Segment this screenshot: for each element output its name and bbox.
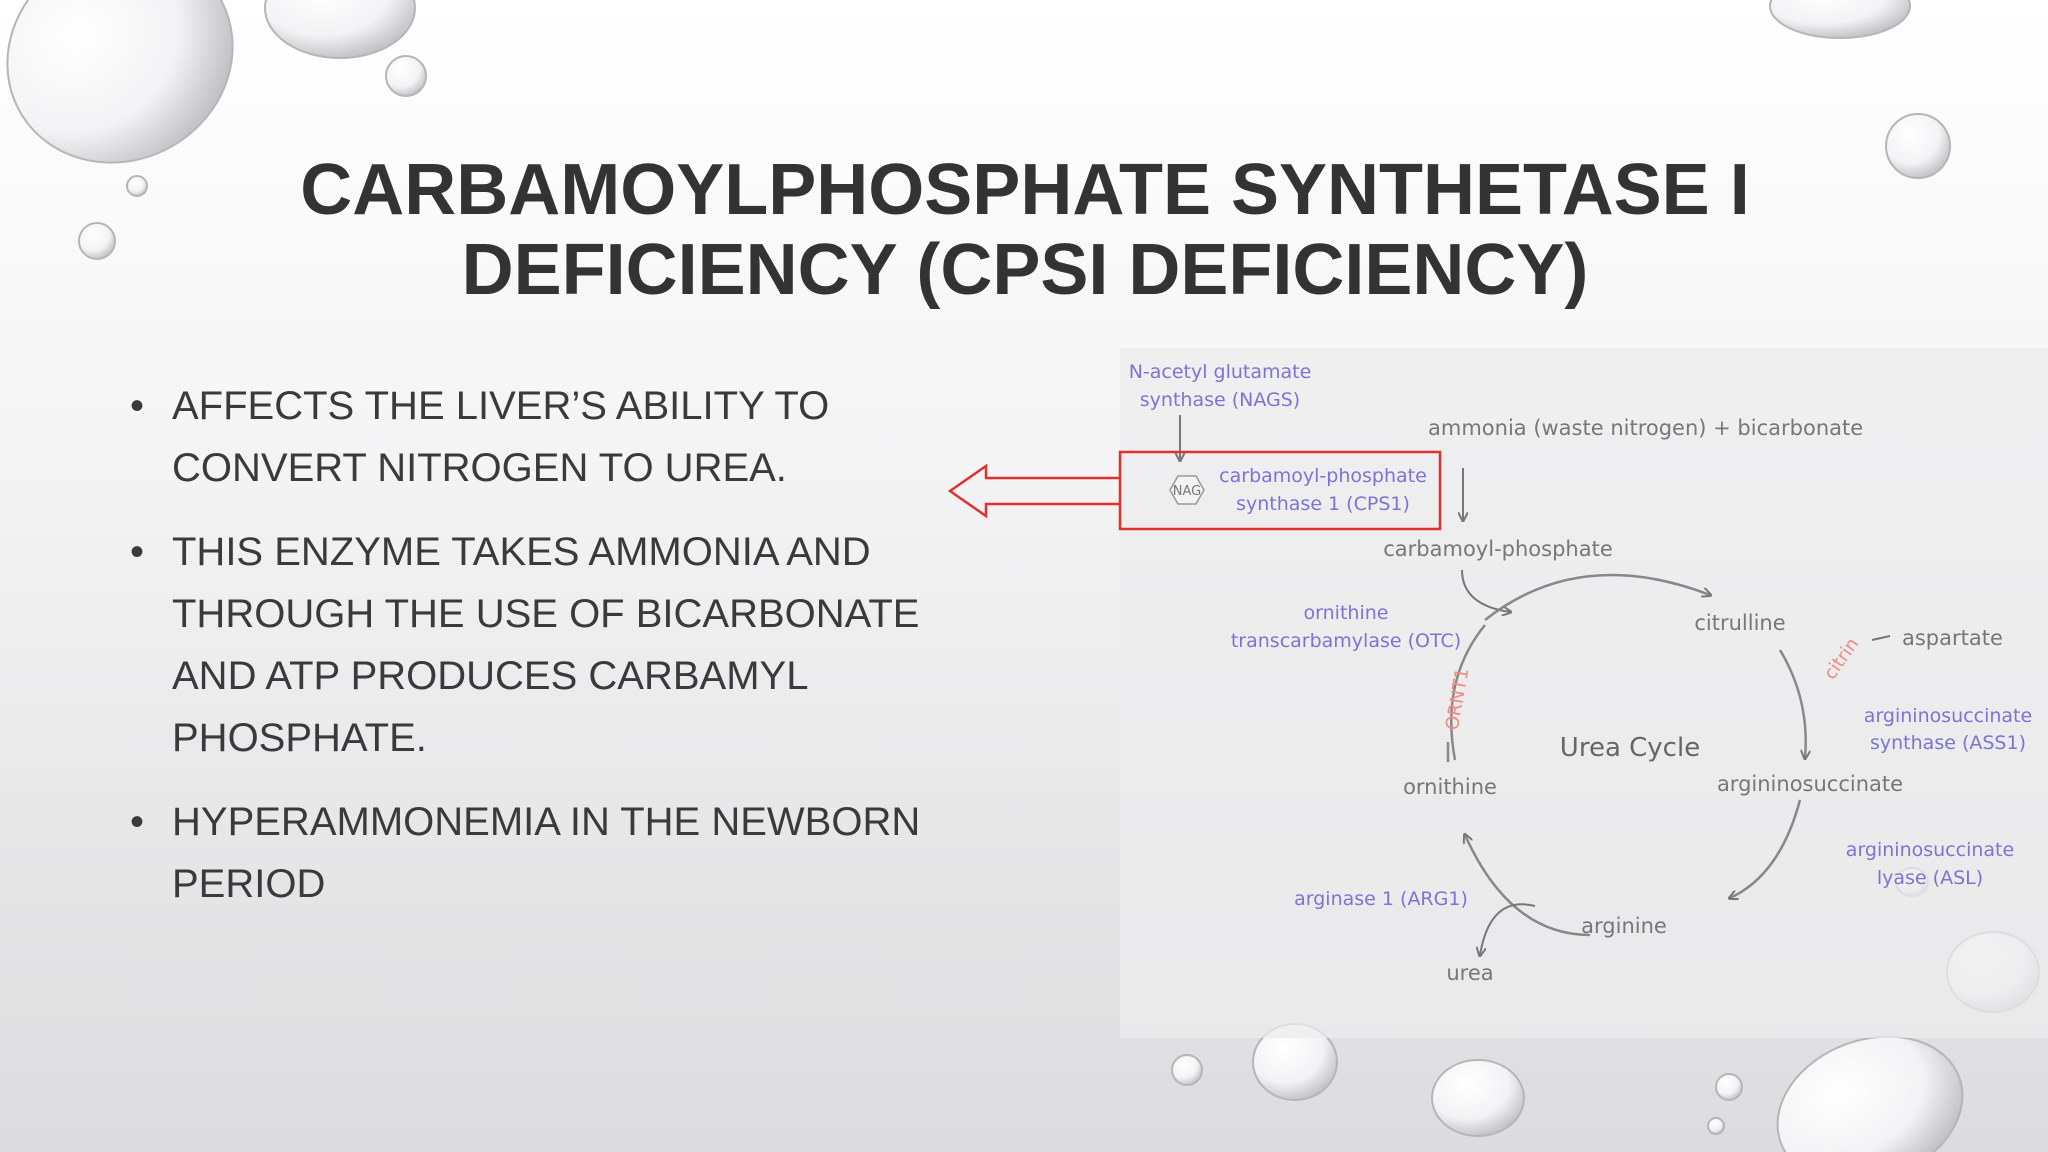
ass1-label-line-1: argininosuccinate — [1864, 705, 2032, 727]
diagram-panel — [1120, 348, 2048, 1038]
arg1-label: arginase 1 (ARG1) — [1294, 888, 1468, 910]
bullet-text: Affects the liver’s ability to convert n… — [172, 384, 830, 490]
ass1-label-line-2: synthase (ASS1) — [1870, 732, 2026, 754]
arginine-label: arginine — [1581, 914, 1667, 938]
citrulline-label: citrulline — [1694, 611, 1785, 635]
cps1-highlight-box — [1118, 450, 1442, 531]
citrin-label: citrin — [1820, 634, 1863, 684]
callout-arrow — [947, 463, 1120, 519]
otc-label-line-2: transcarbamylase (OTC) — [1231, 630, 1461, 652]
nags-label-line-2: synthase (NAGS) — [1140, 389, 1300, 411]
droplet — [1431, 1059, 1525, 1137]
cps1-label-line-2: synthase 1 (CPS1) — [1236, 493, 1410, 515]
droplet — [385, 55, 427, 97]
urea-cycle-title: Urea Cycle — [1560, 733, 1700, 763]
slide-title: Carbamoylphosphate Synthetase I deficien… — [150, 150, 1900, 310]
cycle-arc-arginine-to-ornithine — [1465, 835, 1591, 937]
droplet — [1776, 1035, 1964, 1152]
ornt1-label: ORNT1 — [1442, 666, 1474, 731]
aspartate-label: aspartate — [1902, 626, 2003, 650]
droplet — [6, 0, 234, 164]
droplet — [1171, 1054, 1203, 1086]
title-line-2: deficiency (CPSI Deficiency) — [461, 230, 1589, 310]
bullet-text: This enzyme takes ammonia and through th… — [172, 530, 920, 760]
title-line-1: Carbamoylphosphate Synthetase I — [300, 150, 1750, 230]
cps1-label-line-1: carbamoyl-phosphate — [1219, 465, 1427, 487]
nag-hexagon — [1169, 475, 1205, 505]
bullet-item: • Hyperammonemia in the newborn period — [130, 791, 1010, 915]
cycle-arc-citrulline-to-argininosuccinate — [1778, 649, 1806, 758]
asl-label-line-2: lyase (ASL) — [1877, 867, 1983, 889]
otc-label-line-1: ornithine — [1304, 602, 1389, 624]
aspartate-entry-line — [1871, 635, 1891, 641]
droplet — [1715, 1073, 1743, 1101]
argininosuccinate-label: argininosuccinate — [1717, 772, 1903, 796]
ornithine-label: ornithine — [1403, 775, 1497, 799]
carbamoyl-entry-arrow — [1461, 569, 1510, 612]
droplet — [1769, 0, 1911, 39]
bullet-glyph: • — [130, 530, 145, 574]
droplet — [78, 222, 116, 260]
carbamoyl-phosphate-label: carbamoyl-phosphate — [1383, 537, 1612, 561]
cycle-arc-carbamoyl-to-citrulline — [1484, 573, 1710, 621]
droplet — [1885, 113, 1951, 179]
droplet — [1707, 1117, 1725, 1135]
cycle-arc-ornithine-to-carbamoyl — [1450, 624, 1486, 761]
urea-release-arrow — [1480, 903, 1536, 955]
bullet-text: Hyperammonemia in the newborn period — [172, 800, 921, 906]
nag-hexagon-label: NAG — [1173, 484, 1201, 499]
substrates-label: ammonia (waste nitrogen) + bicarbonate — [1428, 416, 1863, 440]
cycle-arc-argininosuccinate-to-arginine — [1730, 799, 1802, 898]
bullet-list: • Affects the liver’s ability to convert… — [130, 375, 1010, 937]
urea-label: urea — [1446, 961, 1493, 985]
nags-label-line-1: N-acetyl glutamate — [1129, 361, 1312, 383]
droplet — [126, 175, 148, 197]
bullet-glyph: • — [130, 800, 145, 844]
bullet-item: • This enzyme takes ammonia and through … — [130, 521, 1010, 769]
droplet — [264, 0, 416, 59]
asl-label-line-1: argininosuccinate — [1846, 839, 2014, 861]
bullet-item: • Affects the liver’s ability to convert… — [130, 375, 1010, 499]
bullet-glyph: • — [130, 384, 145, 428]
